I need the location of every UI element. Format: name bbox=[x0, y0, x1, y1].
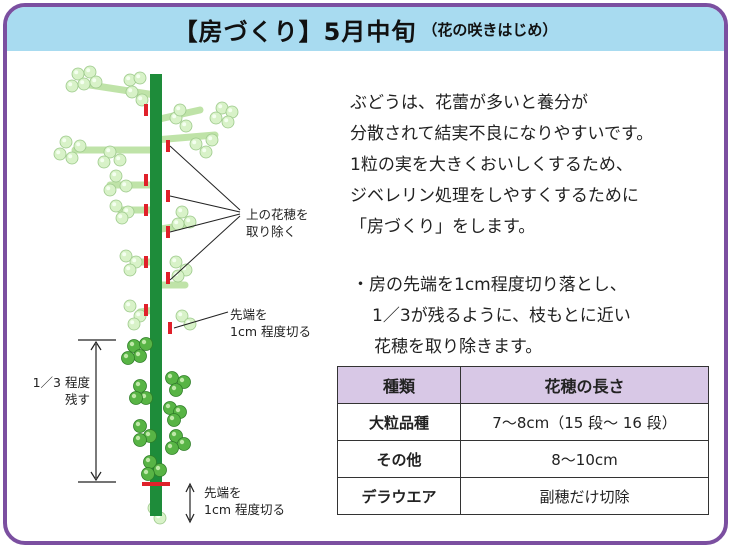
instruction-line: 花穂を取り除きます。 bbox=[374, 337, 543, 357]
table-header-length: 花穂の長さ bbox=[460, 366, 709, 404]
label-tip-cut-bottom-line1: 先端を bbox=[204, 485, 242, 500]
intro-line: 1粒の実を大きくおいしくするため、 bbox=[350, 155, 633, 175]
page-subtitle: （花の咲きはじめ） bbox=[422, 20, 558, 39]
table-row: 大粒品種 7～8cm（15 段～ 16 段） bbox=[337, 403, 709, 441]
label-third-remain-line2: 残す bbox=[64, 392, 90, 407]
intro-line: ぶどうは、花蕾が多いと養分が bbox=[350, 93, 588, 113]
table-cell-type: デラウエア bbox=[337, 477, 461, 515]
label-upper-remove: 上の花穂を 取り除く bbox=[246, 206, 309, 240]
table-row: その他 8～10cm bbox=[337, 440, 709, 478]
table-cell-length: 副穂だけ切除 bbox=[460, 477, 709, 515]
table-cell-type: その他 bbox=[337, 440, 461, 478]
instruction-line: 1／3が残るように、枝もとに近い bbox=[372, 306, 631, 326]
intro-text: ぶどうは、花蕾が多いと養分が 分散されて結実不良になりやすいです。 1粒の実を大… bbox=[350, 88, 653, 243]
instruction-text: ・房の先端を1cm程度切り落とし、 1／3が残るように、枝もとに近い 花穂を取り… bbox=[352, 270, 631, 363]
upper-branches bbox=[71, 81, 219, 316]
label-tip-cut-bottom: 先端を 1cm 程度切る bbox=[204, 484, 285, 518]
cluster-length-table: 種類 花穂の長さ 大粒品種 7～8cm（15 段～ 16 段） その他 8～10… bbox=[337, 366, 709, 515]
label-tip-cut-bottom-line2: 1cm 程度切る bbox=[204, 502, 285, 517]
intro-line: 分散されて結実不良になりやすいです。 bbox=[350, 124, 654, 144]
main-stem bbox=[150, 74, 162, 516]
table-cell-length: 7～8cm（15 段～ 16 段） bbox=[460, 403, 709, 441]
removed-flower-clusters bbox=[53, 65, 239, 525]
instruction-line: ・房の先端を1cm程度切り落とし、 bbox=[352, 275, 627, 295]
page-title: 【房づくり】5月中旬 bbox=[173, 17, 417, 46]
intro-line: 「房づくり」をします。 bbox=[350, 217, 536, 237]
table-cell-length: 8～10cm bbox=[460, 440, 709, 478]
tip-cut-arrow bbox=[185, 482, 195, 524]
label-third-remain-line1: 1／3 程度 bbox=[32, 375, 90, 390]
table-header-row: 種類 花穂の長さ bbox=[337, 366, 709, 404]
third-range-bracket bbox=[78, 339, 116, 483]
label-tip-cut-top-line1: 先端を bbox=[230, 307, 268, 322]
intro-line: ジベレリン処理をしやすくするために bbox=[350, 186, 639, 206]
label-upper-remove-line2: 取り除く bbox=[246, 224, 297, 239]
table-cell-type: 大粒品種 bbox=[337, 403, 461, 441]
label-tip-cut-top-line2: 1cm 程度切る bbox=[230, 324, 311, 339]
cut-marks bbox=[142, 104, 172, 486]
title-bar: 【房づくり】5月中旬 （花の咲きはじめ） bbox=[7, 7, 724, 51]
label-third-remain: 1／3 程度 残す bbox=[30, 374, 90, 408]
table-header-type: 種類 bbox=[337, 366, 461, 404]
label-upper-remove-line1: 上の花穂を bbox=[246, 207, 309, 222]
leader-lines bbox=[169, 145, 241, 329]
table-row: デラウエア 副穂だけ切除 bbox=[337, 477, 709, 515]
label-tip-cut-top: 先端を 1cm 程度切る bbox=[230, 306, 311, 340]
